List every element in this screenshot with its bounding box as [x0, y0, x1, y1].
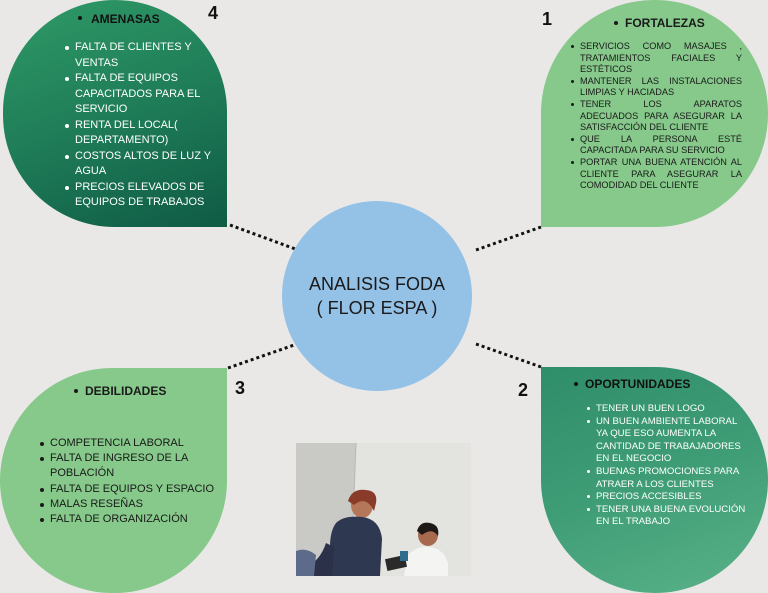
list-item: PRECIOS ELEVADOS DE EQUIPOS DE TRABAJOS [65, 180, 225, 211]
list-item: TENER LOS APARATOS ADECUADOS PARA ASEGUR… [571, 98, 742, 133]
petal-fortalezas: FORTALEZAS SERVICIOS COMO MASAJES , TRAT… [541, 0, 768, 227]
photo-two-women-spa [296, 443, 471, 576]
petal-debilidades: DEBILIDADES COMPETENCIA LABORAL FALTA DE… [0, 368, 227, 593]
list-item: TENER UNA BUENA EVOLUCIÓN EN EL TRABAJO [587, 503, 746, 528]
list-item: MALAS RESEÑAS [40, 497, 220, 512]
list-item: FALTA DE INGRESO DE LA POBLACIÓN [40, 451, 220, 481]
connector-fortalezas [475, 225, 542, 252]
petal-oportunidades: OPORTUNIDADES TENER UN BUEN LOGO UN BUEN… [541, 367, 768, 593]
list-item: FALTA DE ORGANIZACIÓN [40, 512, 220, 527]
list-item: TENER UN BUEN LOGO [587, 403, 746, 416]
list-item: MANTENER LAS INSTALACIONES LIMPIAS Y HAC… [571, 75, 742, 98]
list-item: FALTA DE EQUIPOS Y ESPACIO [40, 482, 220, 497]
center-title-line1: ANALISIS FODA [308, 274, 446, 294]
number-oportunidades: 2 [518, 380, 529, 400]
center-circle: ANALISIS FODA ( FLOR ESPA ) [282, 201, 472, 391]
photo-image [296, 443, 471, 576]
amenasas-list: FALTA DE CLIENTES Y VENTAS FALTA DE EQUI… [65, 40, 225, 211]
list-item: BUENAS PROMOCIONES PARA ATRAER A LOS CLI… [587, 466, 746, 491]
list-item: PORTAR UNA BUENA ATENCIÓN AL CLIENTE PAR… [571, 156, 742, 191]
number-fortalezas: 1 [542, 9, 553, 29]
amenasas-title: AMENASAS [78, 12, 160, 26]
debilidades-list: COMPETENCIA LABORAL FALTA DE INGRESO DE … [40, 436, 220, 527]
connector-oportunidades [475, 342, 542, 369]
list-item: PRECIOS ACCESIBLES [587, 491, 746, 504]
list-item: UN BUEN AMBIENTE LABORAL YA QUE ESO AUME… [587, 416, 746, 466]
fortalezas-title: FORTALEZAS [614, 16, 705, 30]
list-item: SERVICIOS COMO MASAJES , TRATAMIENTOS FA… [571, 41, 742, 75]
list-item: QUE LA PERSONA ESTÉ CAPACITADA PARA SU S… [571, 133, 742, 156]
list-item: FALTA DE CLIENTES Y VENTAS [65, 40, 225, 71]
connector-debilidades [227, 342, 298, 370]
center-title-line2: ( FLOR ESPA ) [316, 298, 438, 318]
list-item: COSTOS ALTOS DE LUZ Y AGUA [65, 149, 225, 180]
oportunidades-title: OPORTUNIDADES [573, 377, 691, 391]
debilidades-title: DEBILIDADES [73, 384, 167, 398]
oportunidades-list: TENER UN BUEN LOGO UN BUEN AMBIENTE LABO… [587, 403, 746, 529]
number-amenasas: 4 [208, 3, 219, 23]
list-item: COMPETENCIA LABORAL [40, 436, 220, 451]
petal-amenasas: AMENASAS FALTA DE CLIENTES Y VENTAS FALT… [3, 0, 227, 227]
list-item: RENTA DEL LOCAL( DEPARTAMENTO) [65, 118, 225, 149]
number-debilidades: 3 [235, 378, 246, 398]
fortalezas-list: SERVICIOS COMO MASAJES , TRATAMIENTOS FA… [571, 41, 742, 192]
list-item: FALTA DE EQUIPOS CAPACITADOS PARA EL SER… [65, 71, 225, 118]
connector-amenasas [229, 223, 299, 252]
